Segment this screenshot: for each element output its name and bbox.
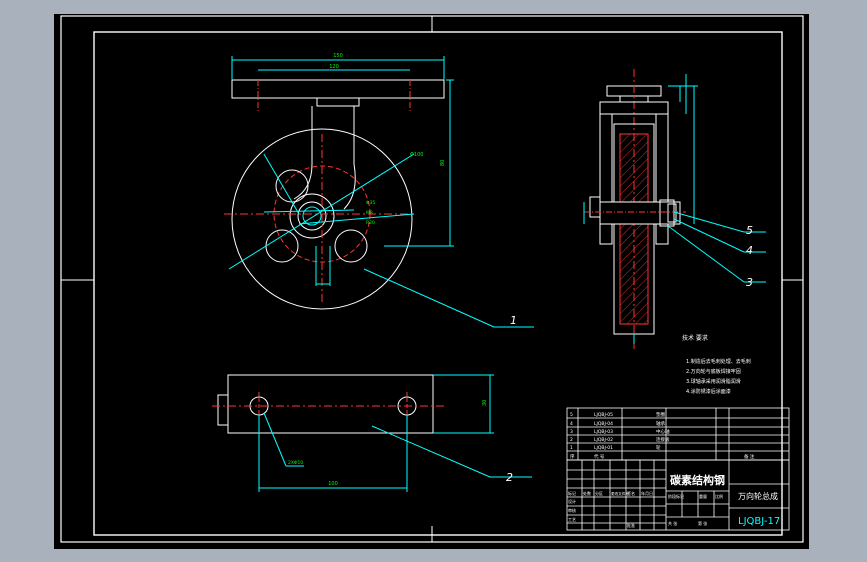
tb-role: 批准 xyxy=(627,522,635,528)
wheel-outer xyxy=(231,128,413,310)
inner-frame xyxy=(93,31,783,536)
tech-line-4: 4.涂防锈漆后涂面漆 xyxy=(686,388,731,395)
tb-label: 更改文件号 xyxy=(611,491,629,496)
dim-text-dia-hole: Φ35 xyxy=(366,200,375,206)
tb-label: 分区 xyxy=(595,490,603,496)
hub-outer xyxy=(289,193,335,239)
hole-3 xyxy=(334,229,368,263)
outer-frame xyxy=(60,15,804,543)
tb-label: 标记 xyxy=(568,490,576,496)
dim-text-r: R20 xyxy=(366,220,375,226)
tb-role: 工艺 xyxy=(568,517,576,522)
tb-label: 签名 xyxy=(627,490,635,496)
tb-role: 审核 xyxy=(568,507,576,513)
tb-sheet: 共 张 xyxy=(668,520,677,526)
pl-code: LJQBJ-01 xyxy=(594,445,613,451)
dim-text-top-inner: 120 xyxy=(329,64,339,70)
pl-name: 轮 xyxy=(656,444,661,451)
part-label-3: 3 xyxy=(746,276,753,289)
pl-header-code: 代 号 xyxy=(594,453,605,460)
pl-header-remark: 备 注 xyxy=(744,453,755,460)
pl-name: 连接板 xyxy=(656,436,670,443)
pl-no: 5 xyxy=(570,412,573,418)
pl-name: 垫圈 xyxy=(656,411,665,418)
leader-4 xyxy=(673,218,745,253)
leader-1 xyxy=(363,268,495,328)
title-block-text: 碳素结构钢 万向轮总成 LJQBJ-17 标记 处数 分区 更改文件号 签名 年… xyxy=(568,473,780,528)
side-view[interactable]: 5 4 3 xyxy=(583,69,766,349)
side-bracket-top xyxy=(599,101,669,115)
dim-text-bottom-len: 100 xyxy=(328,481,338,487)
assembly-name: 万向轮总成 xyxy=(738,491,778,501)
tech-line-3: 3.球轴承采用润滑脂润滑 xyxy=(686,378,741,385)
leader-c xyxy=(298,213,415,225)
pl-no: 3 xyxy=(570,429,573,435)
title-block[interactable]: 5 LJQBJ-05 垫圈 4 LJQBJ-04 轴承 3 LJQBJ-03 中… xyxy=(566,407,790,531)
side-wheel-hatch xyxy=(619,133,649,325)
tb-role: 设计 xyxy=(568,498,576,504)
pl-code: LJQBJ-05 xyxy=(594,412,613,418)
leader-3 xyxy=(667,225,745,283)
leader-b xyxy=(228,153,415,270)
dim-text-bolt: M8 xyxy=(366,210,373,216)
tech-requirements: 技术 要求 1.制造后去毛刺处理、去毛刺 2.万向轮与底板焊接牢固 3.球轴承采… xyxy=(682,334,751,395)
front-view[interactable]: 150 120 80 Φ100 Φ35 M8 R20 1 xyxy=(224,53,534,328)
dim-text-top-width: 150 xyxy=(333,53,343,59)
dim-text-dia-big: Φ100 xyxy=(410,152,423,158)
fork-arm xyxy=(293,106,356,210)
tb-sheet: 第 张 xyxy=(698,520,707,526)
pl-code: LJQBJ-04 xyxy=(594,421,613,427)
pl-name: 轴承 xyxy=(656,420,665,427)
leader-hole xyxy=(263,412,287,467)
hole-2 xyxy=(265,229,299,263)
side-fork-right xyxy=(655,113,669,245)
plate-tab-left xyxy=(217,394,229,426)
pl-name: 中心轴 xyxy=(656,428,670,435)
parts-list: 5 LJQBJ-05 垫圈 4 LJQBJ-04 轴承 3 LJQBJ-03 中… xyxy=(570,411,755,460)
axle-nut xyxy=(659,199,675,227)
pl-no: 4 xyxy=(570,421,573,427)
leader-a xyxy=(263,209,355,213)
tb-stage: 阶段标记 xyxy=(668,493,684,499)
material-text: 碳素结构钢 xyxy=(670,473,725,487)
tb-stage: 重量 xyxy=(699,493,707,499)
pl-no: 2 xyxy=(570,437,573,443)
leader-2 xyxy=(371,425,491,478)
dim-text-bottom-h: 30 xyxy=(482,400,488,406)
hub-inner xyxy=(297,201,327,231)
drawing-number: LJQBJ-17 xyxy=(738,516,780,527)
leader-5 xyxy=(673,211,745,233)
pl-header-no: 序 xyxy=(570,453,575,460)
bottom-view[interactable]: 30 100 2XΦ10 2 xyxy=(212,374,532,492)
dim-text-hole-dia: 2XΦ10 xyxy=(288,460,303,466)
hole-1 xyxy=(275,169,309,203)
tb-stage: 比例 xyxy=(715,493,723,499)
cad-viewport[interactable]: 150 120 80 Φ100 Φ35 M8 R20 1 xyxy=(54,14,809,549)
dim-text-height: 80 xyxy=(440,160,446,166)
leader-d xyxy=(263,153,300,215)
top-plate xyxy=(231,79,445,99)
part-label-1: 1 xyxy=(510,314,517,327)
pl-no: 1 xyxy=(570,445,573,451)
tech-line-1: 1.制造后去毛刺处理、去毛刺 xyxy=(686,358,751,365)
side-fork-left xyxy=(599,113,613,245)
part-label-2: 2 xyxy=(506,471,513,484)
pl-code: LJQBJ-03 xyxy=(594,429,613,435)
tb-label: 年月日 xyxy=(641,490,653,496)
axle xyxy=(302,206,322,226)
neck-collar xyxy=(316,97,360,107)
tb-label: 处数 xyxy=(583,490,591,496)
part-label-4: 4 xyxy=(746,244,753,257)
axle-cap-left xyxy=(589,196,601,218)
title-block-frame xyxy=(566,459,790,531)
tech-title: 技术 要求 xyxy=(682,334,708,342)
tech-line-2: 2.万向轮与底板焊接牢固 xyxy=(686,368,741,375)
part-label-5: 5 xyxy=(746,224,753,237)
pl-code: LJQBJ-02 xyxy=(594,437,613,443)
drawing-canvas[interactable]: 150 120 80 Φ100 Φ35 M8 R20 1 xyxy=(54,14,809,549)
